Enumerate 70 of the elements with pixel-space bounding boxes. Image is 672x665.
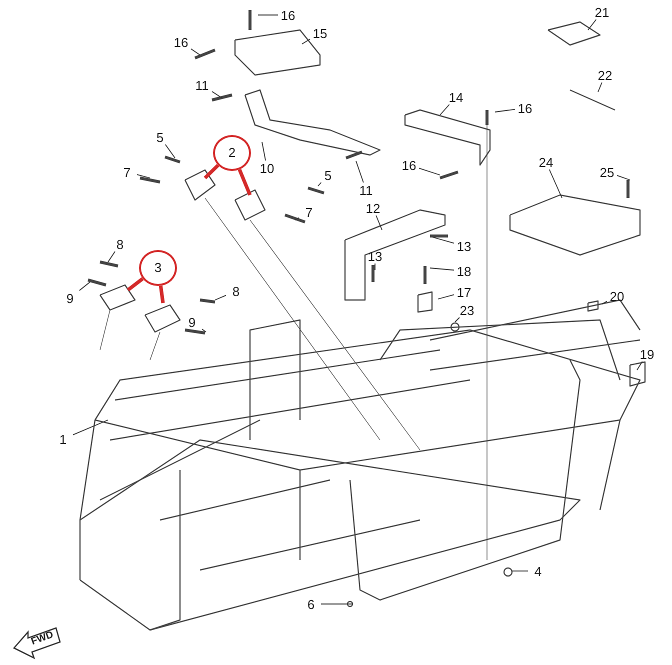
leader-line xyxy=(602,300,608,304)
callout-number: 13 xyxy=(365,248,385,264)
callout-number: 21 xyxy=(592,4,612,20)
leader-line xyxy=(438,294,454,300)
leader-line xyxy=(294,217,300,220)
leader-line xyxy=(78,282,90,291)
leader-line xyxy=(440,104,450,116)
leader-line xyxy=(108,251,116,262)
leader-line xyxy=(512,570,528,572)
leader-line xyxy=(598,82,602,92)
leader-line xyxy=(356,160,364,183)
callout-number: 1 xyxy=(53,432,73,446)
callout-number: 5 xyxy=(318,168,338,182)
leader-line xyxy=(616,175,630,180)
leader-line xyxy=(214,294,226,300)
callout-number: 25 xyxy=(597,164,617,180)
callout-number: 9 xyxy=(182,314,202,330)
callout-number: 11 xyxy=(356,182,376,198)
leader-line xyxy=(190,48,200,56)
callout-number: 9 xyxy=(60,290,80,306)
callout-number: 5 xyxy=(150,130,170,144)
leader-line xyxy=(302,38,310,44)
leader-line xyxy=(430,268,454,271)
callout-number: 14 xyxy=(446,90,466,104)
leader-line xyxy=(374,263,376,270)
leader-line xyxy=(318,182,322,186)
direction-label: FWD xyxy=(30,629,55,648)
callout-number: 16 xyxy=(399,158,419,172)
leader-line xyxy=(494,108,516,112)
callout-number: 17 xyxy=(454,284,474,300)
callout-number: 16 xyxy=(515,100,535,116)
circled-callout-number: 2 xyxy=(213,135,251,171)
callout-number: 22 xyxy=(595,68,615,82)
leader-line xyxy=(454,317,460,322)
callout-number: 24 xyxy=(536,154,556,170)
callout-number: 16 xyxy=(171,34,191,50)
leader-line xyxy=(158,286,165,304)
callout-number: 16 xyxy=(278,8,298,22)
leader-line xyxy=(212,91,222,98)
callout-number: 18 xyxy=(454,264,474,278)
callout-number: 7 xyxy=(117,164,137,180)
leader-line xyxy=(418,168,440,176)
leader-line xyxy=(376,215,382,230)
callout-number: 13 xyxy=(454,238,474,254)
callout-number: 8 xyxy=(110,236,130,252)
leader-line xyxy=(262,142,266,161)
callout-number: 15 xyxy=(310,26,330,40)
leader-line xyxy=(588,19,597,30)
leader-line xyxy=(126,277,144,292)
leader-line xyxy=(432,236,454,244)
callout-number: 20 xyxy=(607,288,627,304)
leader-line xyxy=(258,14,278,16)
callout-number: 6 xyxy=(301,596,321,612)
callout-number: 7 xyxy=(299,204,319,220)
leader-line xyxy=(548,169,562,198)
leader-line xyxy=(136,174,150,178)
callout-number: 8 xyxy=(226,284,246,298)
leader-line xyxy=(204,164,220,180)
callout-number: 19 xyxy=(637,346,657,362)
leader-line xyxy=(238,168,252,196)
callout-number: 23 xyxy=(457,302,477,318)
callout-number: 12 xyxy=(363,200,383,216)
leader-line xyxy=(164,144,176,158)
callout-number: 4 xyxy=(528,564,548,578)
circled-callout-number: 3 xyxy=(139,250,177,286)
leader-line xyxy=(202,328,206,332)
leader-line xyxy=(72,420,108,436)
leader-line xyxy=(636,361,643,370)
callout-number: 11 xyxy=(192,78,212,92)
callout-number: 10 xyxy=(257,160,277,176)
